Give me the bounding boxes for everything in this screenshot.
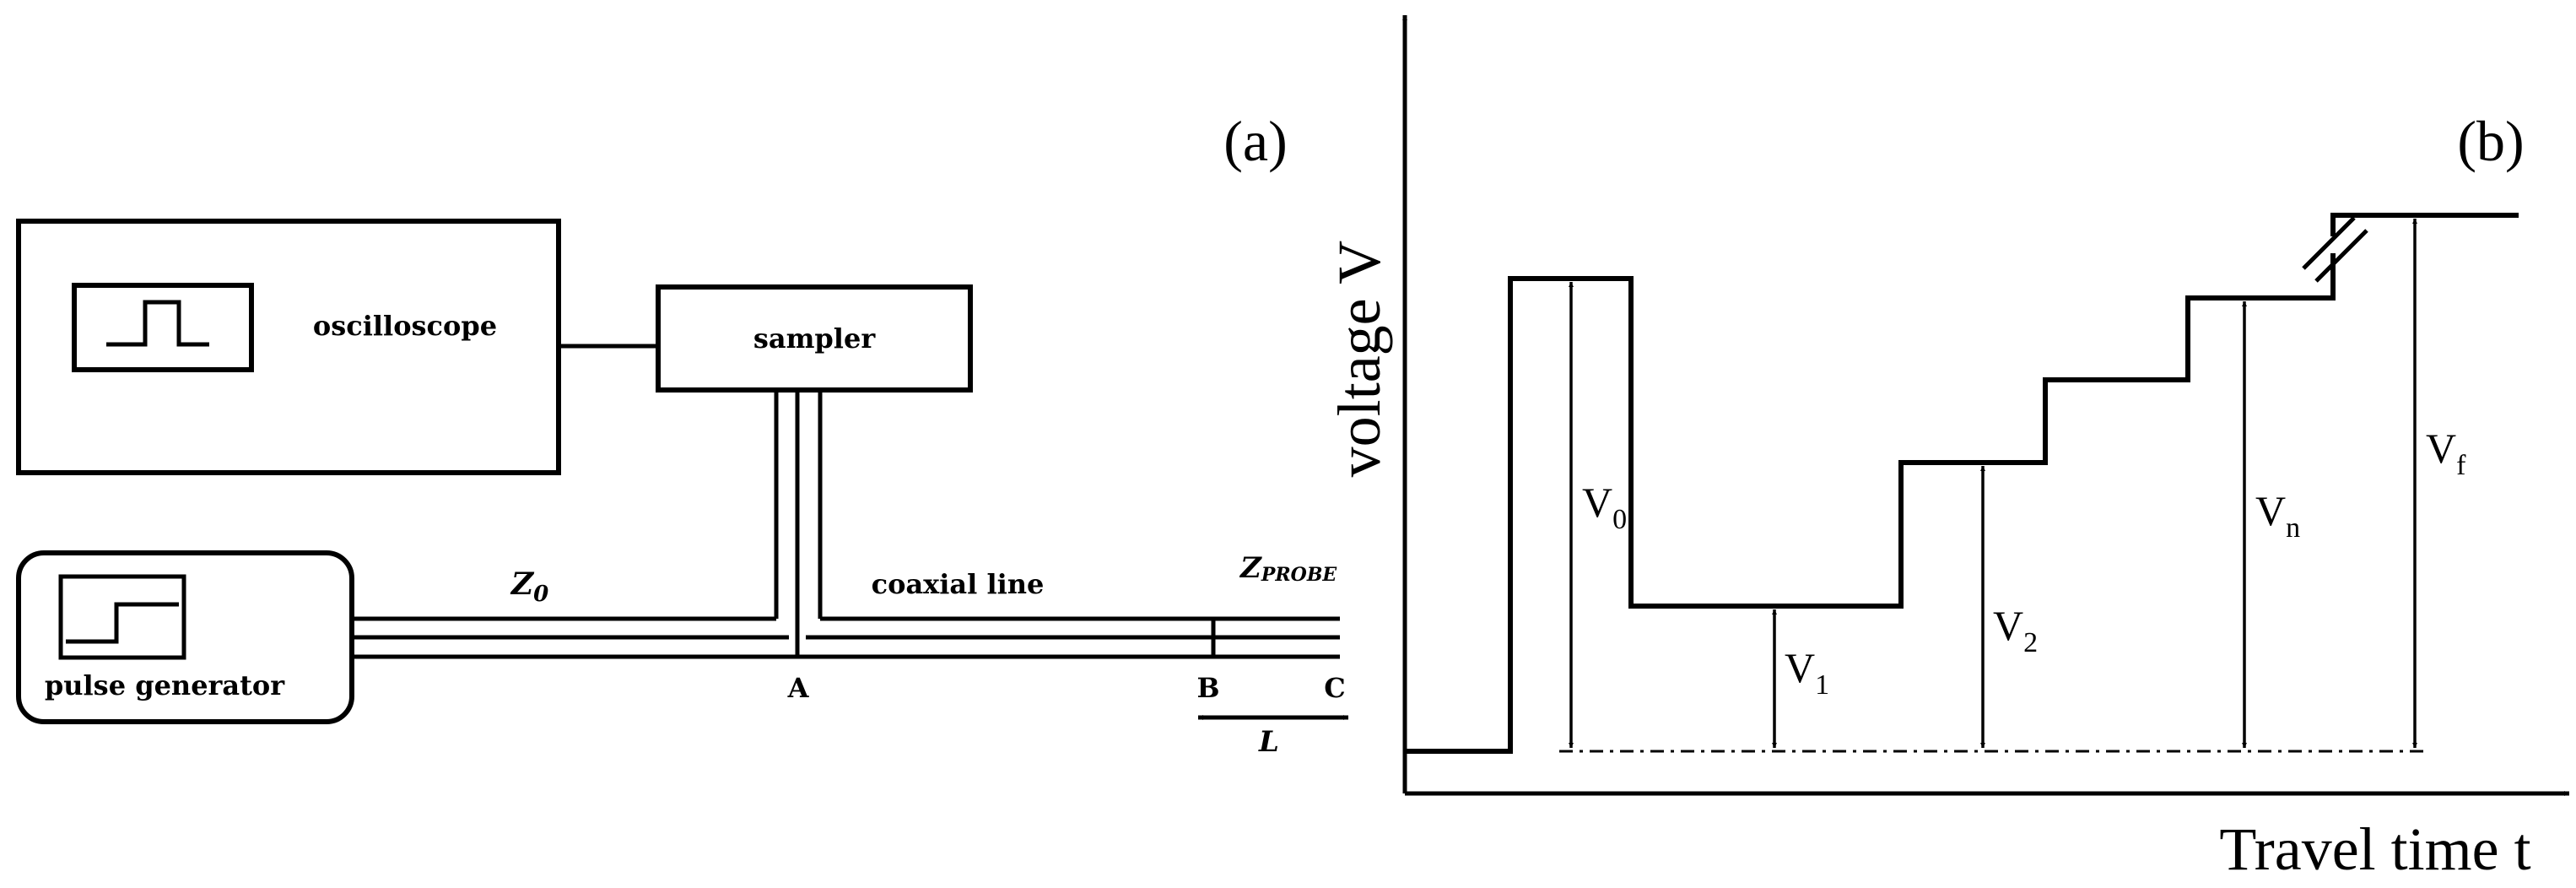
- oscilloscope: oscilloscope: [16, 219, 561, 475]
- vn-label: Vn: [2255, 487, 2300, 544]
- oscilloscope-label: oscilloscope: [313, 310, 497, 342]
- point-a-label: A: [787, 672, 810, 704]
- sampler-label: sampler: [753, 322, 877, 355]
- point-c-label: C: [1324, 672, 1345, 704]
- tdr-waveform-final: [2330, 213, 2519, 236]
- pulse-generator-screen: [58, 574, 186, 660]
- oscilloscope-screen: [72, 283, 254, 372]
- v1-label: V1: [1785, 644, 1829, 701]
- vf-label: Vf: [2426, 425, 2466, 481]
- pulse-waveform-icon: [106, 300, 209, 347]
- step-waveform-icon: [66, 602, 179, 644]
- point-b-label: B: [1196, 672, 1219, 704]
- x-axis-label: Travel time t: [2219, 815, 2530, 883]
- pulse-generator-label: pulse generator: [45, 669, 285, 701]
- y-axis-label: voltage V: [1326, 241, 1393, 478]
- v0-label: V0: [1582, 479, 1627, 535]
- coaxial-line: [352, 390, 1340, 659]
- length-label: L: [1258, 725, 1279, 759]
- panel-b: (b) voltage V Travel time t V0 V1 V2 Vn …: [1326, 15, 2569, 883]
- panel-b-label: (b): [2457, 109, 2524, 173]
- panel-a-label: (a): [1223, 109, 1287, 173]
- break-mark-1: [2302, 216, 2356, 270]
- oscilloscope-box: [16, 219, 561, 475]
- break-mark-2: [2314, 229, 2368, 283]
- sampler: sampler: [656, 284, 973, 393]
- zprobe-label: ZPROBE: [1239, 551, 1337, 586]
- v2-label: V2: [1993, 602, 2038, 658]
- tdr-waveform: [1405, 253, 2336, 754]
- sampler-box: [656, 284, 973, 393]
- panel-a: (a) oscilloscope sampler pulse generator: [16, 109, 1348, 759]
- coaxial-line-label: coaxial line: [872, 568, 1045, 600]
- pulse-generator: pulse generator: [16, 550, 354, 724]
- z0-label: Z0: [510, 566, 548, 607]
